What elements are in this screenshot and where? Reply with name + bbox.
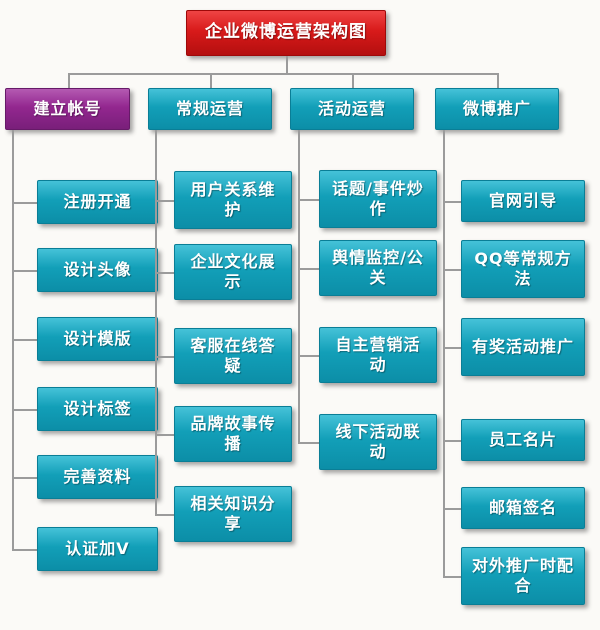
child-node: 设计标签	[37, 387, 158, 431]
child-node: 客服在线答疑	[174, 328, 292, 384]
child-node: 企业文化展示	[174, 244, 292, 300]
branch-header-3: 活动运营	[290, 88, 414, 130]
connector-line	[443, 347, 461, 349]
child-node: 话题/事件炒作	[319, 170, 437, 228]
connector-line	[443, 508, 461, 510]
child-node: 对外推广时配合	[461, 547, 585, 605]
child-node: 用户关系维护	[174, 171, 292, 229]
branch-header-2: 常规运营	[148, 88, 272, 130]
connector-line	[155, 514, 174, 516]
connector-line	[155, 200, 174, 202]
child-node: 舆情监控/公关	[319, 240, 437, 296]
child-node: 设计头像	[37, 248, 158, 292]
connector-line	[12, 270, 37, 272]
connector-line	[68, 73, 497, 75]
child-node: 相关知识分享	[174, 486, 292, 542]
connector-line	[12, 549, 37, 551]
connector-line	[286, 56, 288, 73]
child-node: 设计模版	[37, 317, 158, 361]
connector-line	[12, 339, 37, 341]
chart-title: 企业微博运营架构图	[186, 10, 386, 56]
connector-line	[298, 355, 319, 357]
child-node: 完善资料	[37, 455, 158, 499]
child-node: QQ等常规方法	[461, 240, 585, 298]
connector-line	[298, 199, 319, 201]
connector-line	[352, 73, 354, 88]
connector-line	[12, 409, 37, 411]
child-node: 员工名片	[461, 419, 585, 461]
child-node: 线下活动联动	[319, 414, 437, 470]
connector-line	[443, 130, 445, 576]
connector-line	[12, 477, 37, 479]
child-node: 认证加V	[37, 527, 158, 571]
connector-line	[443, 201, 461, 203]
connector-line	[155, 130, 157, 514]
child-node: 注册开通	[37, 180, 158, 224]
connector-line	[443, 269, 461, 271]
branch-header-4: 微博推广	[435, 88, 559, 130]
connector-line	[210, 73, 212, 88]
connector-line	[298, 130, 300, 442]
child-node: 邮箱签名	[461, 487, 585, 529]
connector-line	[497, 73, 499, 88]
connector-line	[298, 268, 319, 270]
child-node: 官网引导	[461, 180, 585, 222]
child-node: 有奖活动推广	[461, 318, 585, 376]
child-node: 自主营销活动	[319, 327, 437, 383]
branch-header-1: 建立帐号	[5, 88, 130, 130]
connector-line	[155, 356, 174, 358]
connector-line	[68, 73, 70, 88]
connector-line	[155, 434, 174, 436]
connector-line	[155, 272, 174, 274]
connector-line	[443, 440, 461, 442]
connector-line	[12, 202, 37, 204]
child-node: 品牌故事传播	[174, 406, 292, 462]
connector-line	[443, 576, 461, 578]
connector-line	[298, 442, 319, 444]
